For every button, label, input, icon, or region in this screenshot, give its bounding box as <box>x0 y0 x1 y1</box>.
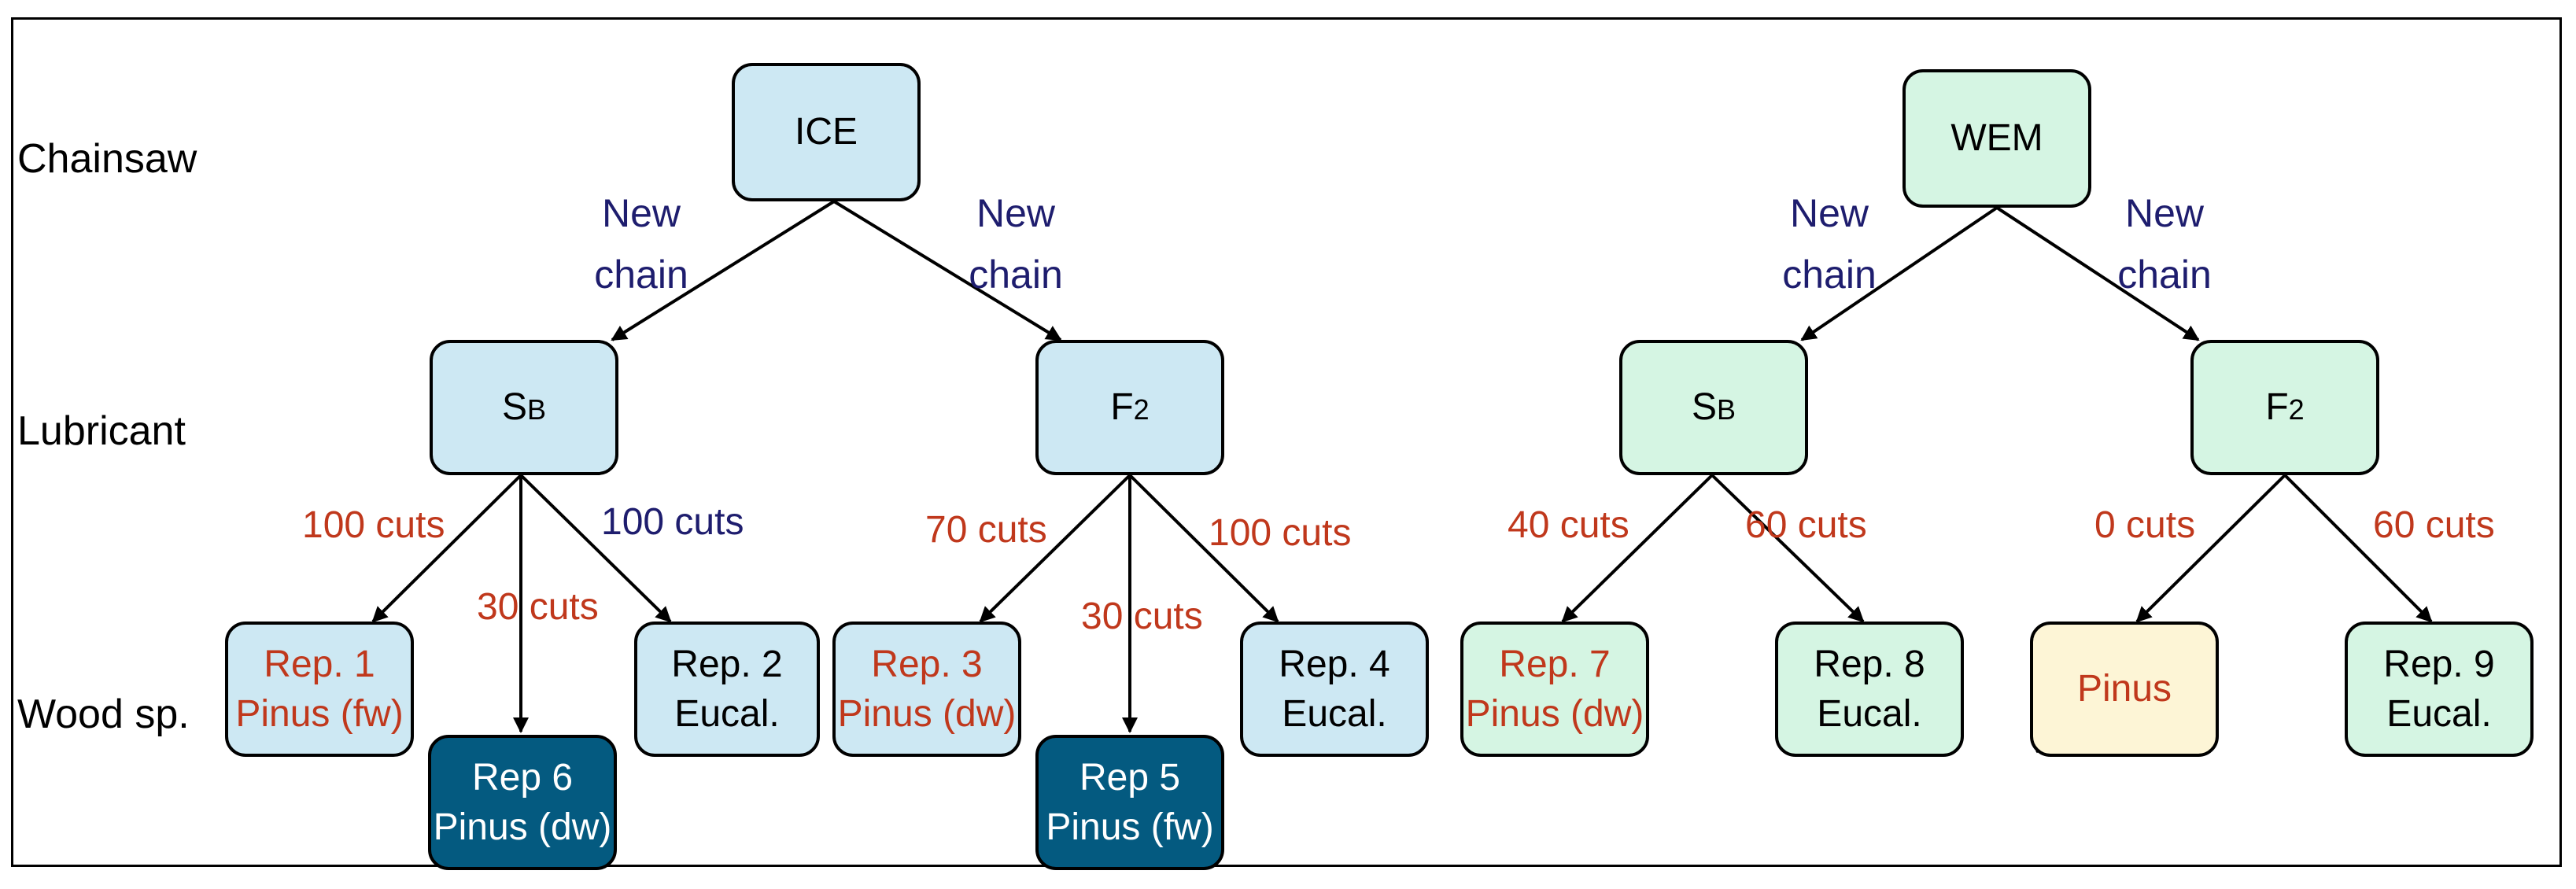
chain-label-line1: New <box>1789 191 1869 235</box>
rep-label: Rep. 2 <box>671 643 783 685</box>
edge-f2-to-rep4 <box>1128 474 1279 623</box>
rep-species: Pinus (fw) <box>1046 806 1214 848</box>
edge-label-wem-sb-rep7: 40 cuts <box>1508 504 1629 546</box>
chain-label-line1: New <box>976 191 1056 235</box>
lubricant-main: F <box>1110 386 1134 429</box>
edge-label-ice-sb-rep6: 30 cuts <box>477 586 599 628</box>
node-rep1: Rep. 1 Pinus (fw) <box>225 622 414 757</box>
cancelled-label: Pinus <box>2076 668 2172 710</box>
node-wem-sb: SB <box>1619 340 1808 475</box>
lubricant-subscript: 2 <box>2288 393 2305 426</box>
chain-label-line2: chain <box>594 253 688 297</box>
node-ice-f2: F2 <box>1035 340 1224 475</box>
rep-species: Pinus (dw) <box>433 806 612 848</box>
node-wem-f2-label: F2 <box>2265 382 2304 432</box>
node-rep5: Rep 5 Pinus (fw) <box>1035 735 1224 870</box>
edge-label-ice-f2-rep3: 70 cuts <box>925 509 1047 551</box>
node-rep7: Rep. 7 Pinus (dw) <box>1460 622 1649 757</box>
rep-species: Eucal. <box>674 693 780 735</box>
rep-label: Rep. 9 <box>2383 643 2495 685</box>
rep-label: Rep. 7 <box>1499 643 1611 685</box>
edge-label-ice-sb-rep2: 100 cuts <box>601 501 744 543</box>
rep-species: Pinus (fw) <box>235 693 404 735</box>
node-wem-f2: F2 <box>2190 340 2379 475</box>
node-ice-label: ICE <box>794 111 858 153</box>
chain-label-line1: New <box>2124 191 2205 235</box>
edge-f2-to-rep3 <box>979 474 1131 623</box>
row-label-lubricant: Lubricant <box>17 408 186 454</box>
edge-ice-to-f2 <box>832 200 1062 341</box>
node-ice: ICE <box>732 63 921 201</box>
edge-label-ice-f2-rep4: 100 cuts <box>1209 512 1352 554</box>
node-rep4: Rep. 4 Eucal. <box>1240 622 1429 757</box>
rep-label: Rep 5 <box>1079 756 1181 799</box>
node-rep2: Rep. 2 Eucal. <box>634 622 820 757</box>
rep-species: Pinus (dw) <box>837 693 1017 735</box>
rep-species: Pinus (dw) <box>1465 693 1644 735</box>
chain-label-line1: New <box>601 191 681 235</box>
rep-label: Rep. 1 <box>264 643 375 685</box>
edge-f2-to-pinus <box>2135 474 2286 623</box>
edge-sb-to-rep1 <box>371 474 522 623</box>
row-label-chainsaw: Chainsaw <box>17 136 197 182</box>
edge-label-ice-f2-rep5: 30 cuts <box>1081 596 1203 637</box>
rep-label: Rep. 4 <box>1279 643 1390 685</box>
chain-label-wem-left: New chain <box>1762 183 1896 305</box>
rep-label: Rep. 3 <box>871 643 983 685</box>
node-wem-label: WEM <box>1950 117 2043 160</box>
lubricant-main: F <box>2265 386 2289 429</box>
edge-sb-to-rep8 <box>1711 474 1865 623</box>
chain-label-line2: chain <box>2117 253 2212 297</box>
node-ice-sb: SB <box>430 340 618 475</box>
chain-label-ice-left: New chain <box>574 183 708 305</box>
lubricant-main: S <box>1691 386 1717 429</box>
node-wem-sb-label: SB <box>1692 382 1736 432</box>
lubricant-subscript: 2 <box>1133 393 1150 426</box>
chain-label-line2: chain <box>969 253 1063 297</box>
chain-label-line2: chain <box>1782 253 1877 297</box>
edge-wem-to-f2 <box>1995 206 2200 341</box>
node-rep9: Rep. 9 Eucal. <box>2345 622 2534 757</box>
rep-species: Eucal. <box>1282 693 1387 735</box>
node-pinus-cancelled: Pinus <box>2030 622 2219 757</box>
node-ice-sb-label: SB <box>502 382 546 432</box>
lubricant-main: S <box>501 386 527 429</box>
edge-wem-to-sb <box>1800 206 1998 341</box>
edge-sb-to-rep2 <box>519 474 672 623</box>
node-rep6: Rep 6 Pinus (dw) <box>428 735 617 870</box>
rep-label: Rep 6 <box>471 756 574 799</box>
edge-label-wem-sb-rep8: 60 cuts <box>1745 504 1867 546</box>
edge-label-wem-f2-rep9: 60 cuts <box>2373 504 2495 546</box>
lubricant-subscript: B <box>527 393 547 426</box>
edge-label-wem-f2-pinus: 0 cuts <box>2094 504 2196 546</box>
rep-species: Eucal. <box>2386 693 2492 735</box>
edge-sb-to-rep7 <box>1561 474 1714 623</box>
node-ice-f2-label: F2 <box>1110 382 1149 432</box>
chain-label-ice-right: New chain <box>949 183 1083 305</box>
edge-label-ice-sb-rep1: 100 cuts <box>302 504 445 546</box>
edge-ice-to-sb <box>611 200 836 341</box>
chain-label-wem-right: New chain <box>2098 183 2231 305</box>
lubricant-subscript: B <box>1717 393 1736 426</box>
rep-species: Eucal. <box>1817 693 1922 735</box>
node-rep3: Rep. 3 Pinus (dw) <box>832 622 1021 757</box>
node-wem: WEM <box>1902 69 2091 208</box>
rep-label: Rep. 8 <box>1814 643 1925 685</box>
node-rep8: Rep. 8 Eucal. <box>1775 622 1964 757</box>
row-label-wood: Wood sp. <box>17 692 190 737</box>
edge-f2-to-rep9 <box>2283 474 2433 623</box>
